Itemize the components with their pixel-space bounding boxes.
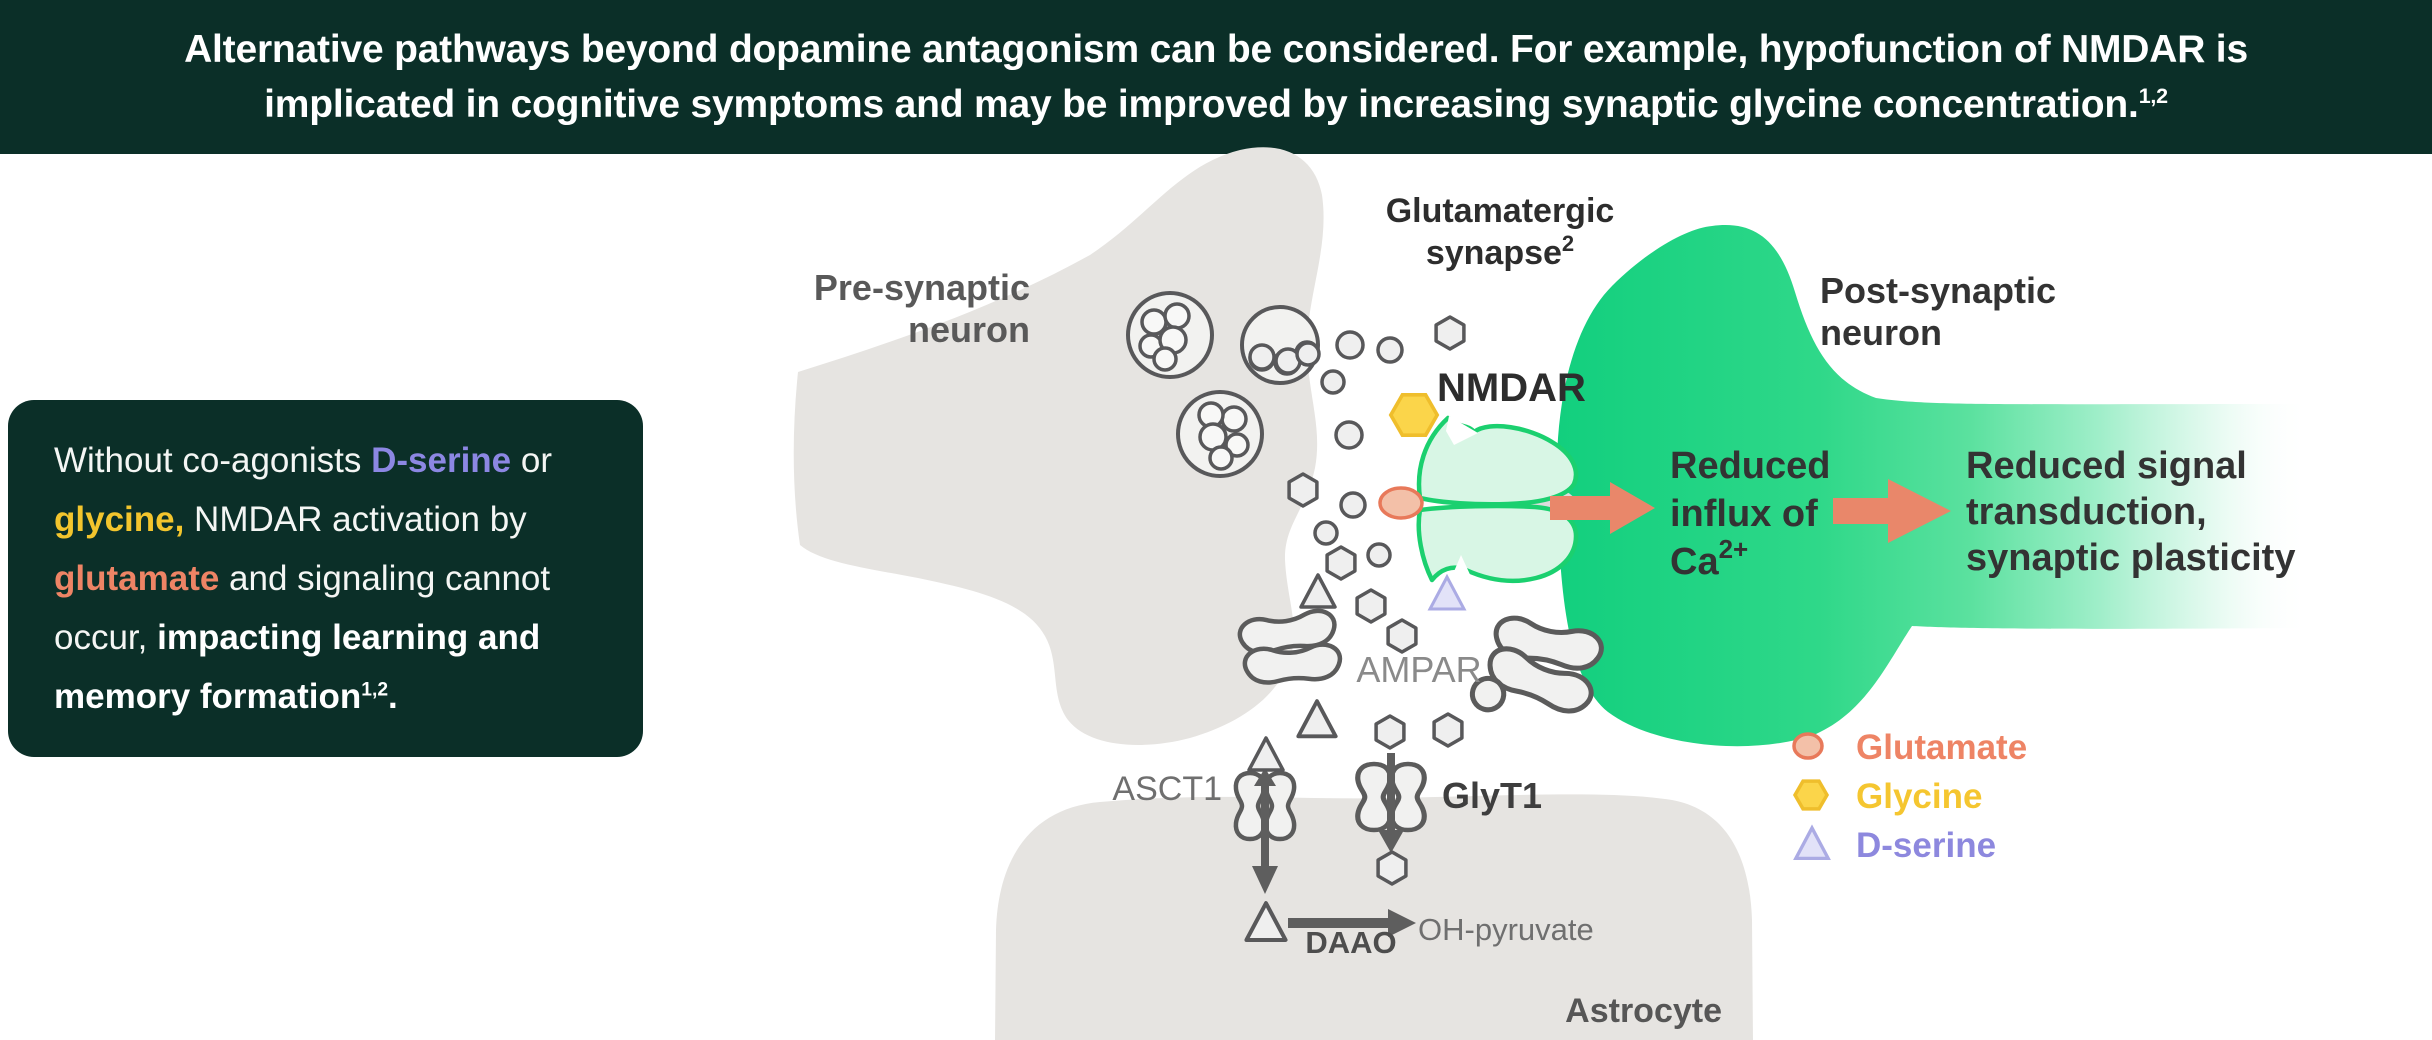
dserine-legend-label: D-serine	[1856, 826, 1996, 865]
asct1-label: ASCT1	[1112, 770, 1222, 808]
daao-reaction	[1288, 909, 1416, 937]
asct1-up-arrowhead	[1254, 768, 1276, 786]
glycine-molecule-gray	[1355, 588, 1387, 624]
glutamate-molecule-gray	[1366, 542, 1392, 568]
glutamate-molecule	[1378, 486, 1424, 520]
glutamate-molecule-gray	[1295, 341, 1321, 367]
header-banner: Alternative pathways beyond dopamine ant…	[0, 0, 2432, 154]
glyt1-transporter	[1358, 753, 1424, 853]
glycine-molecule-gray	[1287, 472, 1319, 508]
ampar-label: AMPAR	[1356, 649, 1481, 690]
dserine-molecule	[1428, 575, 1466, 611]
glycine-molecule-gray	[1386, 618, 1418, 654]
dserine-molecule-gray	[1247, 736, 1285, 772]
nmdar-receptor	[1416, 415, 1579, 584]
ampar-receptor-right	[1469, 605, 1610, 737]
glycine-molecule-gray	[1434, 315, 1466, 351]
post-synaptic-label-line1: Post-synaptic	[1820, 270, 2056, 311]
dserine-molecule-gray	[1299, 573, 1337, 609]
glutamate-molecule-gray	[1248, 343, 1276, 371]
dserine-molecule-gray	[1296, 699, 1338, 739]
pre-synaptic-label-line1: Pre-synaptic	[814, 267, 1030, 308]
glutamatergic-synapse-label-line1: Glutamatergic	[1386, 192, 1615, 230]
daao-arrowhead	[1388, 909, 1416, 937]
oh-pyruvate-label: OH-pyruvate	[1418, 912, 1594, 947]
glutamate-molecule-gray	[1335, 330, 1365, 360]
glycine-molecule-gray	[1374, 714, 1406, 750]
astrocyte-label: Astrocyte	[1565, 992, 1722, 1030]
synaptic-cleft-molecules	[1246, 315, 1466, 940]
glutamate-molecule-gray	[1313, 520, 1339, 546]
glutamate-molecule-gray	[1334, 420, 1364, 450]
glyt1-down-arrowhead	[1378, 830, 1404, 853]
diagram-labels: Pre-synaptic neuron Glutamatergic synaps…	[814, 192, 2296, 1030]
glycine-molecule-gray	[1432, 712, 1464, 748]
glyt1-arrow-shaft	[1387, 753, 1395, 832]
glutamate-legend-icon	[1792, 732, 1824, 760]
daao-arrow-shaft	[1288, 918, 1390, 928]
synaptic-vesicle	[1176, 390, 1264, 478]
glutamate-word: glutamate	[54, 559, 220, 598]
astrocyte-shape	[995, 794, 1753, 1040]
reduced-influx-label-line3: Ca2+	[1670, 534, 1748, 583]
glutamatergic-synapse-label-line2: synapse2	[1426, 231, 1574, 272]
reduced-influx-arrow	[1550, 482, 1655, 534]
reduced-signal-label-line1: Reduced signal	[1966, 445, 2247, 487]
nmdar-top-notch	[1446, 416, 1478, 445]
header-line1: Alternative pathways beyond dopamine ant…	[184, 28, 2248, 71]
reduced-signal-label-line2: transduction,	[1966, 491, 2207, 533]
post-synaptic-label-line2: neuron	[1820, 312, 1942, 353]
nmdar-top-lobe	[1416, 415, 1579, 507]
glycine-molecule-gray	[1325, 545, 1357, 581]
post-synaptic-neuron-shape	[1556, 225, 2310, 747]
glutamate-molecule-gray	[1320, 369, 1346, 395]
key-message-text: Without co-agonists D-serine or glycine,…	[54, 441, 553, 716]
reduced-influx-label-line1: Reduced	[1670, 445, 1830, 487]
nmdar-label: NMDAR	[1437, 366, 1586, 410]
daao-label: DAAO	[1305, 925, 1396, 960]
dserine-word: D-serine	[371, 441, 512, 480]
glycine-molecule	[1388, 393, 1440, 437]
synapse-reference-sup: 2	[1562, 231, 1574, 256]
glycine-molecule-gray	[1376, 850, 1408, 886]
header-references: 1,2	[2138, 84, 2168, 108]
glutamate-molecule-gray	[1376, 336, 1404, 364]
reduced-influx-label-line2: influx of	[1670, 493, 1818, 535]
nmdar-bottom-notch	[1450, 555, 1473, 581]
glycine-legend-icon	[1793, 779, 1829, 811]
key-message-box: Without co-agonists D-serine or glycine,…	[8, 400, 643, 757]
asct1-down-arrowhead	[1252, 866, 1278, 894]
asct1-arrow-shaft	[1261, 782, 1269, 868]
header-text: Alternative pathways beyond dopamine ant…	[116, 22, 2316, 132]
dserine-legend-icon	[1794, 826, 1830, 861]
legend: Glutamate Glycine D-serine	[1792, 728, 2027, 865]
glyt1-label: GlyT1	[1442, 775, 1542, 816]
box-references: 1,2	[361, 679, 389, 701]
ca-superscript: 2+	[1719, 534, 1749, 564]
reduced-signal-label-line3: synaptic plasticity	[1966, 537, 2295, 579]
glutamate-legend-label: Glutamate	[1856, 728, 2027, 767]
synaptic-vesicle	[1126, 291, 1214, 379]
asct1-transporter	[1236, 768, 1294, 894]
reduced-signal-arrow	[1833, 479, 1951, 543]
header-line2: implicated in cognitive symptoms and may…	[264, 83, 2168, 126]
glycine-legend-label: Glycine	[1856, 777, 1982, 816]
pre-synaptic-label-line2: neuron	[908, 309, 1030, 350]
glutamate-molecule-gray	[1339, 491, 1367, 519]
glycine-word: glycine,	[54, 500, 185, 539]
